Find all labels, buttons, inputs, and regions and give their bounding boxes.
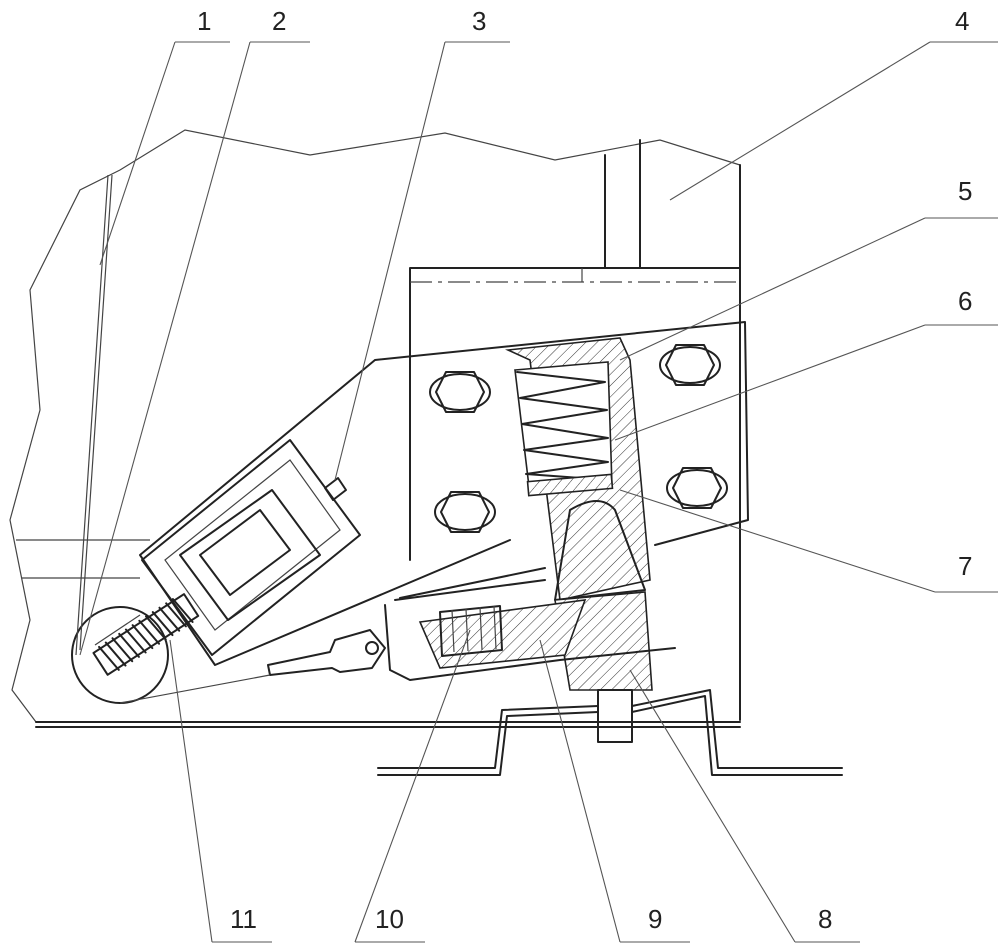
callout-labels: 1 2 3 4 5 6 7 8 9 10 11 <box>197 6 972 934</box>
bolt-3 <box>659 344 721 386</box>
break-outline <box>9 129 741 723</box>
callout-10: 10 <box>375 904 404 934</box>
callout-3: 3 <box>472 6 486 36</box>
callout-4: 4 <box>955 6 969 36</box>
callout-9: 9 <box>648 904 662 934</box>
callout-1: 1 <box>197 6 211 36</box>
callout-5: 5 <box>958 176 972 206</box>
linkage <box>267 629 386 676</box>
callout-7: 7 <box>958 551 972 581</box>
callout-2: 2 <box>272 6 286 36</box>
bolt-4 <box>666 467 728 509</box>
guide-housing <box>141 439 361 656</box>
base-frame <box>35 721 741 728</box>
bolt-heads <box>429 344 728 533</box>
latch-arm <box>384 567 676 681</box>
vertical-post <box>604 139 741 721</box>
tension-spring <box>92 593 200 676</box>
compression-spring <box>516 371 609 481</box>
callout-11: 11 <box>230 904 257 934</box>
bolt-1 <box>429 371 491 413</box>
spring-housing <box>505 337 651 601</box>
roller-assembly <box>71 593 271 704</box>
callout-6: 6 <box>958 286 972 316</box>
floor-bracket <box>377 689 843 776</box>
shaft <box>75 174 113 656</box>
callout-8: 8 <box>818 904 832 934</box>
angled-bracket <box>139 321 749 666</box>
spring-seat <box>526 473 614 497</box>
mounting-plate <box>409 267 741 561</box>
roller <box>71 606 169 704</box>
leader-lines <box>79 41 998 943</box>
bolt-2 <box>434 491 496 533</box>
